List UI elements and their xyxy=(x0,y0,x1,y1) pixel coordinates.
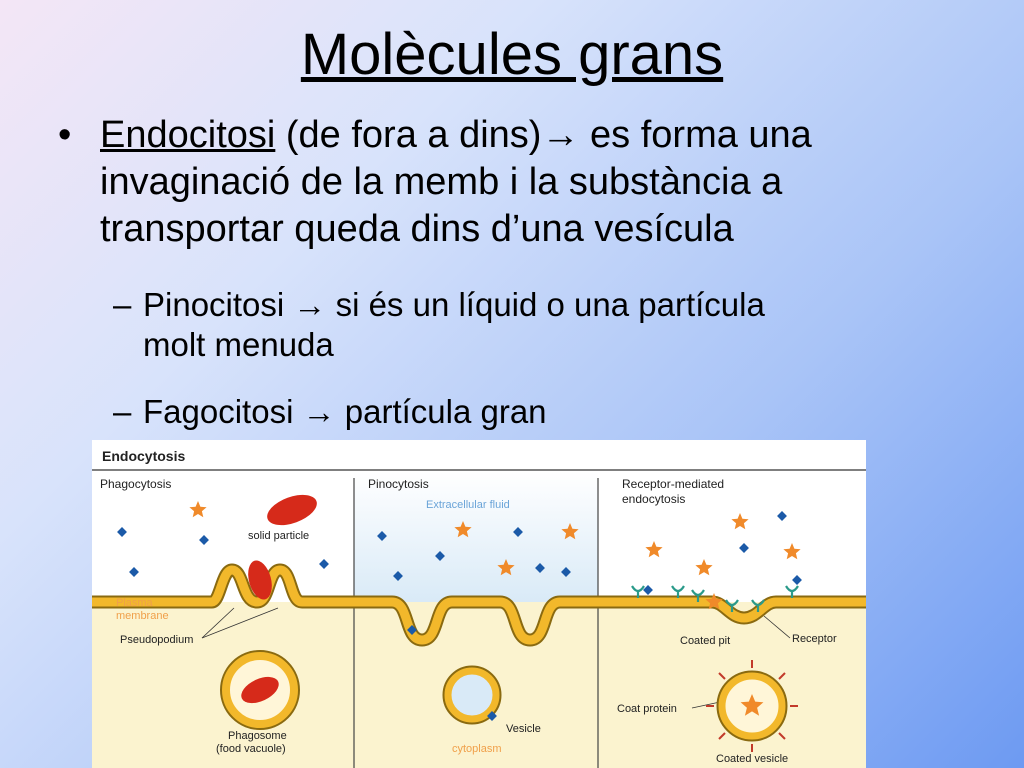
term-pinocitosi: Pinocitosi xyxy=(143,286,285,323)
plasma-membrane xyxy=(92,565,866,645)
star-particle-icon xyxy=(454,521,472,538)
term-endocitosi: Endocitosi xyxy=(100,114,276,156)
phagocytosis-title: Phagocytosis xyxy=(100,477,171,491)
star-particle-icon xyxy=(695,559,713,576)
sub-bullet-pinocitosi-text: Pinocitosi → si és un líquid o una partí… xyxy=(143,285,943,365)
coated-pit-label: Coated pit xyxy=(680,635,730,647)
vesicle-icon xyxy=(444,667,500,723)
receptor-icon xyxy=(631,585,645,598)
coated-vesicle-label: Coated vesicle xyxy=(716,753,788,765)
star-particle-icon xyxy=(731,513,749,530)
square-particle-icon xyxy=(643,585,653,595)
receptor-icon xyxy=(725,599,739,612)
particles xyxy=(117,501,802,721)
solid-particle-icon xyxy=(267,494,317,526)
bullet-line1-rest: (de fora a dins) xyxy=(275,114,542,156)
pseudopodium-label: Pseudopodium xyxy=(120,634,193,646)
arrow-icon: → xyxy=(302,393,336,430)
figure-header: Endocytosis xyxy=(102,448,185,464)
term-fagocitosi: Fagocitosi xyxy=(143,393,294,430)
square-particle-icon xyxy=(319,559,329,569)
arrow-icon: → xyxy=(541,114,580,156)
figure-header-bg xyxy=(92,440,866,472)
bullet-dot: • xyxy=(58,114,72,156)
square-particle-icon xyxy=(487,711,497,721)
receptor-title-2: endocytosis xyxy=(622,492,685,506)
bullet-line1-after: es forma una xyxy=(579,114,812,156)
receptor-icon xyxy=(751,599,765,612)
square-particle-icon xyxy=(129,567,139,577)
receptor-icon xyxy=(671,585,685,598)
phagosome-label-2: (food vacuole) xyxy=(216,743,286,755)
pinocitosi-line2: molt menuda xyxy=(143,326,334,363)
receptor-title-1: Receptor-mediated xyxy=(622,477,724,491)
fagocitosi-rest: partícula gran xyxy=(335,393,547,430)
coat-protein-spikes xyxy=(706,660,798,752)
coat-protein-label: Coat protein xyxy=(617,703,677,715)
square-particle-icon xyxy=(739,543,749,553)
arrow-icon: → xyxy=(293,286,327,323)
star-particle-icon xyxy=(645,541,663,558)
bullet-line2: invaginació de la memb i la substància a xyxy=(100,161,783,203)
phagosome-particle-icon xyxy=(241,676,279,704)
square-particle-icon xyxy=(407,625,417,635)
solid-particle-label: solid particle xyxy=(248,530,309,542)
star-particle-icon xyxy=(783,543,801,560)
square-particle-icon xyxy=(377,531,387,541)
receptor-label: Receptor xyxy=(792,633,837,645)
square-particle-icon xyxy=(199,535,209,545)
pseudopodium-pointer-1 xyxy=(201,607,235,639)
receptor-pointer xyxy=(763,615,791,639)
pinocitosi-rest: si és un líquid o una partícula xyxy=(326,286,765,323)
bullet-line3: transportar queda dins d’una vesícula xyxy=(100,208,734,250)
pinocytosis-title: Pinocytosis xyxy=(368,477,429,491)
receptor-icons xyxy=(631,585,799,612)
star-particle-icon xyxy=(189,501,207,518)
sub-bullet-dash: – xyxy=(113,286,132,323)
receptor-icon xyxy=(785,585,799,598)
plasma-membrane-label-1: Plasma xyxy=(116,597,154,609)
engulfed-particle-icon xyxy=(248,560,272,600)
square-particle-icon xyxy=(513,527,523,537)
square-particle-icon xyxy=(777,511,787,521)
star-particle-icon xyxy=(497,559,515,576)
cytoplasm-label: cytoplasm xyxy=(452,743,502,755)
star-particle-icon xyxy=(705,593,723,610)
extracellular-fluid-zone xyxy=(354,472,598,602)
main-bullet-text: Endocitosi (de fora a dins)→ es forma un… xyxy=(100,112,980,253)
endocytosis-diagram: Endocytosis Phagocytosis solid particle … xyxy=(92,440,866,768)
endocytosis-figure: Endocytosis Phagocytosis solid particle … xyxy=(92,440,866,768)
receptor-icon xyxy=(691,589,705,602)
sub-bullet-dash: – xyxy=(113,393,132,430)
square-particle-icon xyxy=(535,563,545,573)
vesicle-cargo-icon xyxy=(740,694,764,716)
extracellular-fluid-label: Extracellular fluid xyxy=(426,499,510,511)
square-particle-icon xyxy=(561,567,571,577)
star-particle-icon xyxy=(561,523,579,540)
square-particle-icon xyxy=(435,551,445,561)
square-particle-icon xyxy=(117,527,127,537)
phagosome-label-1: Phagosome xyxy=(228,730,287,742)
slide-title: Molècules grans xyxy=(300,22,724,87)
vesicle-label: Vesicle xyxy=(506,723,541,735)
square-particle-icon xyxy=(792,575,802,585)
square-particle-icon xyxy=(393,571,403,581)
plasma-membrane-label-2: membrane xyxy=(116,610,169,622)
pseudopodium-pointer-2 xyxy=(201,607,279,639)
sub-bullet-fagocitosi-text: Fagocitosi → partícula gran xyxy=(143,392,943,432)
